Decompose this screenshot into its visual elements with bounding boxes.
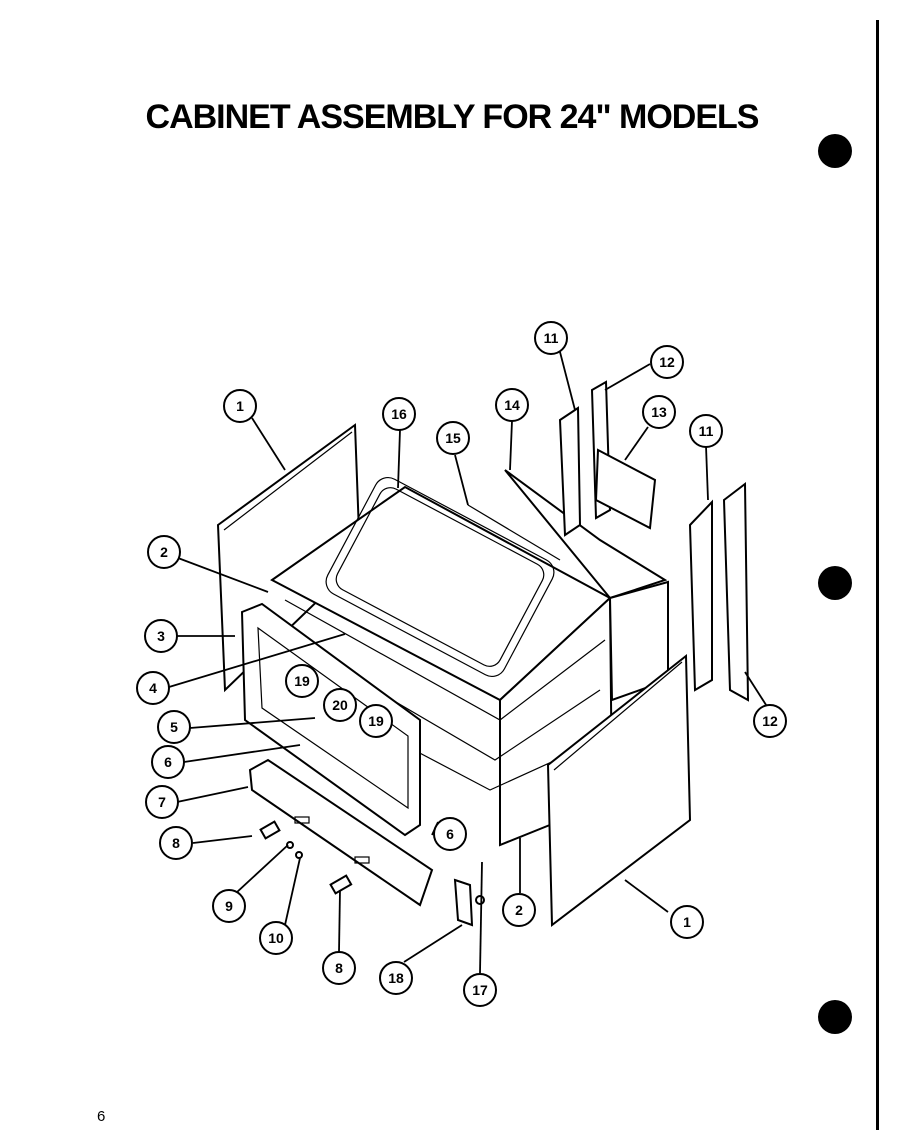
page-number: 6: [97, 1108, 106, 1125]
svg-text:19: 19: [294, 673, 310, 689]
svg-text:10: 10: [268, 930, 284, 946]
callout-19-right: 19: [359, 704, 393, 738]
svg-text:7: 7: [158, 794, 166, 810]
callout-1-left: 1: [223, 389, 257, 423]
callout-7: 7: [145, 785, 179, 819]
svg-text:11: 11: [544, 330, 559, 346]
hardware: [259, 820, 485, 927]
callout-14: 14: [495, 388, 529, 422]
callout-5: 5: [157, 710, 191, 744]
front-frame: [240, 602, 421, 837]
svg-text:1: 1: [683, 914, 691, 930]
binder-hole-middle: [818, 566, 852, 600]
svg-text:16: 16: [391, 406, 407, 422]
callout-9: 9: [212, 889, 246, 923]
callout-15: 15: [436, 421, 470, 455]
callout-10: 10: [259, 921, 293, 955]
svg-text:1: 1: [236, 398, 244, 414]
svg-text:14: 14: [504, 397, 520, 413]
svg-text:19: 19: [368, 713, 384, 729]
leader-lines: [168, 351, 769, 974]
svg-text:3: 3: [157, 628, 165, 644]
callout-20: 20: [323, 688, 357, 722]
svg-text:6: 6: [446, 826, 454, 842]
svg-text:15: 15: [445, 430, 461, 446]
svg-text:5: 5: [170, 719, 178, 735]
callout-19-left: 19: [285, 664, 319, 698]
callout-18: 18: [379, 961, 413, 995]
callout-11-right: 11: [689, 414, 723, 448]
callout-4: 4: [136, 671, 170, 705]
callout-8-bottom: 8: [322, 951, 356, 985]
svg-text:2: 2: [160, 544, 168, 560]
callout-6-right: 6: [433, 817, 467, 851]
callout-2-left: 2: [147, 535, 181, 569]
right-side-panel: [546, 653, 692, 927]
svg-text:2: 2: [515, 902, 523, 918]
svg-text:6: 6: [164, 754, 172, 770]
callout-3: 3: [144, 619, 178, 653]
binder-hole-bottom: [818, 1000, 852, 1034]
svg-text:4: 4: [149, 680, 157, 696]
svg-text:11: 11: [699, 423, 714, 439]
callout-12-top: 12: [650, 345, 684, 379]
callout-13: 13: [642, 395, 676, 429]
callout-2-right: 2: [502, 893, 536, 927]
callout-17: 17: [463, 973, 497, 1007]
svg-text:8: 8: [172, 835, 180, 851]
svg-text:9: 9: [225, 898, 233, 914]
callout-1-right: 1: [670, 905, 704, 939]
callout-12-right: 12: [753, 704, 787, 738]
svg-text:18: 18: [388, 970, 404, 986]
binder-hole-top: [818, 134, 852, 168]
callout-8-left: 8: [159, 826, 193, 860]
svg-text:12: 12: [659, 354, 675, 370]
diagram-title: CABINET ASSEMBLY FOR 24" MODELS: [145, 98, 760, 136]
svg-text:20: 20: [332, 697, 348, 713]
callout-16: 16: [382, 397, 416, 431]
svg-text:17: 17: [472, 982, 488, 998]
kick-panel: [248, 758, 434, 907]
callout-11-top: 11: [534, 321, 568, 355]
callout-6-left: 6: [151, 745, 185, 779]
right-edge-bar: [876, 20, 879, 1130]
svg-text:8: 8: [335, 960, 343, 976]
svg-text:13: 13: [651, 404, 667, 420]
svg-text:12: 12: [762, 713, 778, 729]
rear-brackets: [558, 380, 750, 702]
